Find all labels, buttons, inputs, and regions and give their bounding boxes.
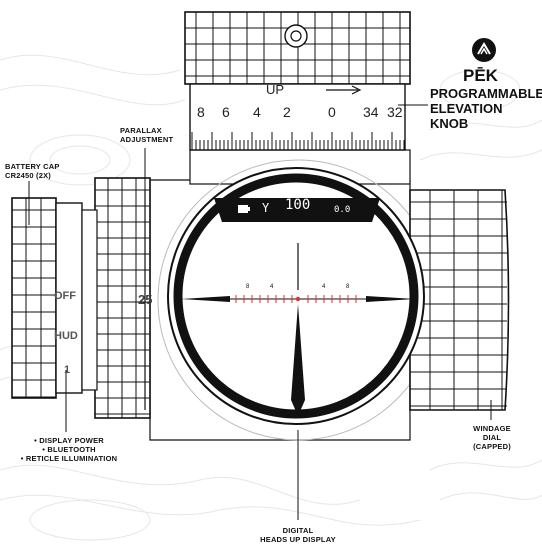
- dial-number: 8: [197, 104, 205, 120]
- elevation-knob[interactable]: [184, 11, 411, 151]
- off-label: OFF: [54, 290, 76, 302]
- reticle-hash-label: 4: [322, 284, 326, 290]
- topographic-background: [0, 54, 542, 541]
- hud-callout: DIGITAL HEADS UP DISPLAY: [260, 526, 336, 544]
- hud-value: 100: [285, 197, 311, 213]
- dial-number: 6: [222, 104, 230, 120]
- elevation-callout: PROGRAMMABLE ELEVATION KNOB: [430, 86, 542, 131]
- parallax-value: 25: [138, 292, 153, 307]
- reticle-hash-label: 8: [346, 284, 350, 290]
- dial-number: 4: [253, 104, 261, 120]
- hud-right-value: 0.0: [334, 205, 351, 215]
- battery-cap[interactable]: [11, 197, 83, 399]
- knob-screw-icon: [284, 24, 308, 48]
- parallax-callout: PARALLAX ADJUSTMENT: [120, 126, 174, 144]
- illumination-level-label: 1: [64, 364, 71, 376]
- dial-number: 32: [387, 104, 403, 120]
- lens-view: [173, 173, 419, 419]
- dial-number: 2: [283, 104, 291, 120]
- reticle-hash-label: 4: [270, 284, 274, 290]
- reticle: [181, 243, 415, 416]
- reticle-hash-label: 8: [246, 284, 250, 290]
- windage-dial[interactable]: [409, 189, 510, 411]
- windage-callout: WINDAGE DIAL (CAPPED): [473, 424, 511, 451]
- display-callout: • DISPLAY POWER • BLUETOOTH • RETICLE IL…: [20, 436, 118, 463]
- reticle-center-dot: [295, 296, 301, 302]
- dial-number: 34: [363, 104, 379, 120]
- battery-icon: [238, 205, 248, 213]
- brand-name: PĒK: [463, 66, 498, 85]
- pek-logo-icon: [472, 38, 496, 62]
- hud-label: HUD: [54, 330, 78, 342]
- up-direction-label: UP: [266, 82, 285, 97]
- dial-number: 0: [328, 104, 336, 120]
- hud-mode: Y: [262, 201, 270, 215]
- battery-callout: BATTERY CAP CR2450 (2x): [5, 162, 60, 180]
- up-arrow-icon: [351, 85, 362, 95]
- hud-display: [214, 198, 380, 222]
- callout-lines: [28, 104, 492, 520]
